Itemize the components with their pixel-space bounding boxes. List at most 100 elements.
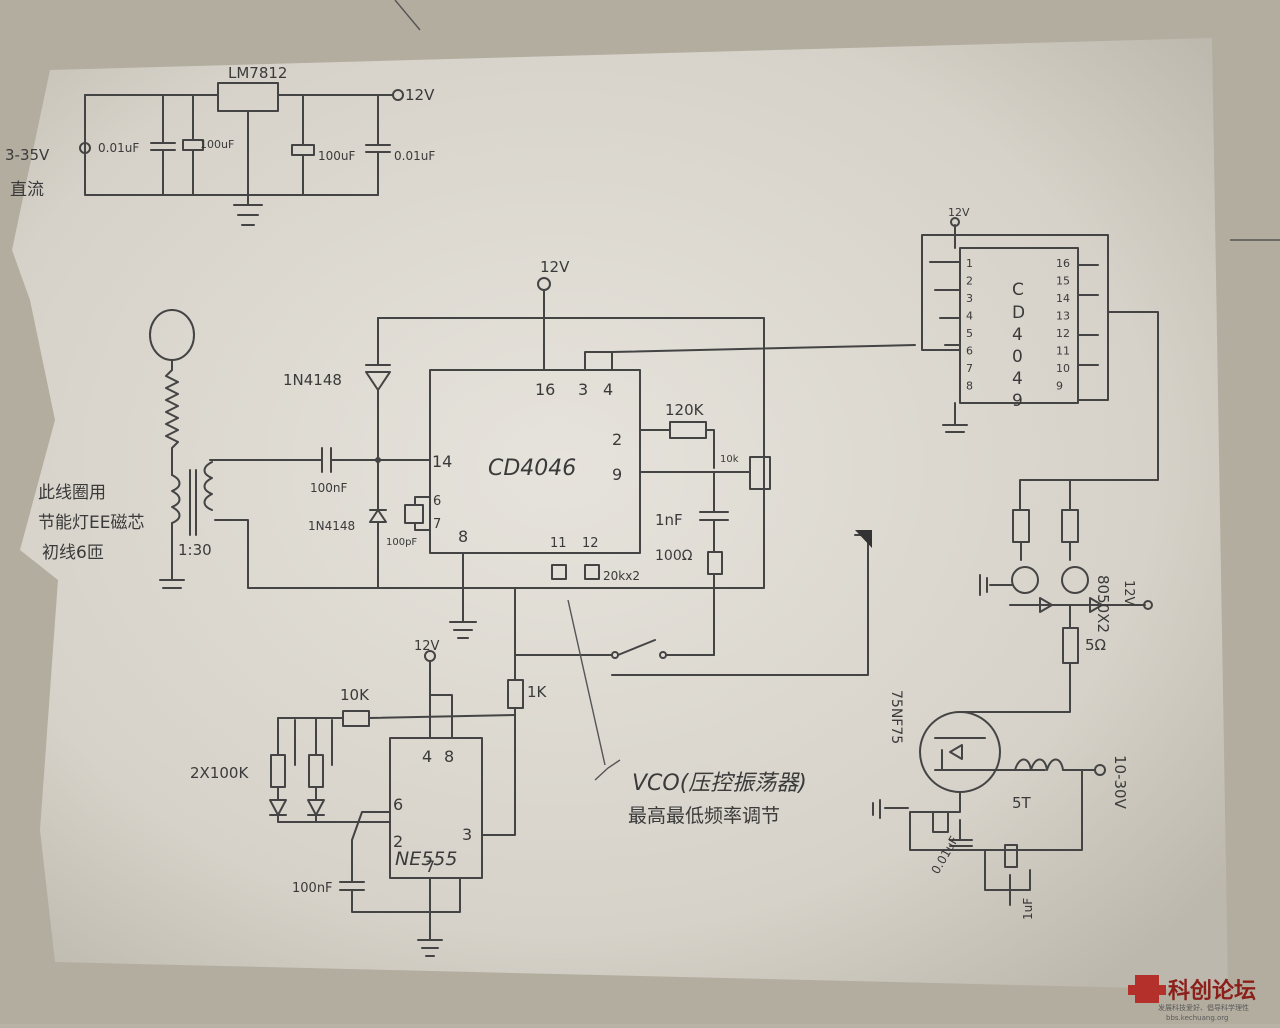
antenna-coil: [165, 359, 179, 476]
cd4049-right-pin: 13: [1056, 310, 1070, 323]
cd4049-right-pin: 9: [1056, 380, 1063, 393]
ps-c1-label: 0.01uF: [98, 141, 139, 155]
cd4049-left-pin: 3: [966, 292, 973, 305]
pll-vcc-label: 12V: [540, 258, 570, 276]
pll-pin-8: 8: [458, 527, 468, 546]
note-arrow-shaft: [567, 599, 606, 766]
pll-section: 12V CD4046 16 3 4 2 14 9 6 7 8 11 12 1N4…: [209, 258, 916, 676]
watermark-slogan: 发展科技爱好、倡导科学理性: [1158, 1003, 1249, 1012]
svg-text:D: D: [1012, 303, 1025, 323]
pll-to-divider-wire: [611, 344, 916, 353]
cd4049-right-pin: 11: [1056, 345, 1070, 358]
timer-pin-6: 6: [393, 795, 403, 814]
pll-d1-label: 1N4148: [283, 371, 342, 389]
timer-pin-4: 4: [422, 747, 432, 766]
pll-pin-6: 6: [433, 494, 441, 509]
cd4049-right-pin: 10: [1056, 362, 1070, 375]
cd4049-left-pins: 1 2 3 4 5 6 7 8: [966, 257, 973, 393]
divider-vcc-label: 12V: [948, 206, 970, 219]
svg-text:4: 4: [1012, 325, 1023, 345]
ps-c2-label: 100uF: [200, 138, 234, 151]
ps-input-voltage: 3-35V: [5, 146, 50, 164]
cd4049-left-pin: 5: [966, 327, 973, 340]
coil-ratio-label: 1:30: [178, 541, 212, 559]
coil-note-line3: 初线6匝: [42, 543, 104, 563]
ps-out-label: 12V: [405, 86, 435, 104]
driver-cb-label: 1uF: [1021, 898, 1035, 920]
pll-pin-2: 2: [612, 430, 622, 449]
note-line2: 最高最低频率调节: [628, 805, 780, 827]
coil-note-line2: 节能灯EE磁芯: [38, 513, 144, 533]
watermark-url: bbs.kechuang.org: [1166, 1014, 1228, 1022]
cd4049-chip-label: C D 4 0 4 9: [1012, 280, 1025, 411]
pll-c1nf-label: 1nF: [655, 511, 683, 529]
timer-pin-7: 7: [425, 857, 435, 876]
mosfet-label: 75NF75: [888, 690, 904, 744]
svg-text:4: 4: [1012, 369, 1023, 389]
svg-text:C: C: [1012, 280, 1024, 300]
cd4049-left-pin: 6: [966, 345, 973, 358]
ps-input-type: 直流: [10, 180, 44, 200]
cd4049-left-pin: 1: [966, 257, 973, 270]
pll-r100-label: 100Ω: [655, 548, 693, 564]
timer-cap-label: 100nF: [292, 881, 333, 896]
timer-pin-2: 2: [393, 832, 403, 851]
timer-pin-8: 8: [444, 747, 454, 766]
driver-coil-label: 5T: [1012, 794, 1032, 812]
timer-pin-3: 3: [462, 825, 472, 844]
cd4049-right-pin: 14: [1056, 292, 1070, 305]
timer-12v-terminal: [424, 650, 436, 662]
cd4049-right-pin: 12: [1056, 327, 1070, 340]
timer-r10k-label: 10K: [340, 686, 370, 704]
forum-watermark: 科创论坛 发展科技爱好、倡导科学理性 bbs.kechuang.org: [1128, 975, 1256, 1022]
pll-pin-12: 12: [582, 536, 599, 551]
cd4049-left-pin: 8: [966, 380, 973, 393]
driver-vin-label: 10-30V: [1111, 755, 1129, 810]
watermark-name: 科创论坛: [1168, 978, 1256, 1004]
cd4049-left-pin: 7: [966, 362, 973, 375]
pll-pin-4: 4: [603, 380, 613, 399]
driver-section: 8050X2 12V 5Ω 75NF75 5T 10-30V 0.01uF 1u…: [872, 509, 1153, 920]
coil-section: 此线圈用 节能灯EE磁芯 初线6匝 1:30: [38, 309, 213, 589]
ne555-label: NE555: [395, 848, 457, 870]
ps-c4-label: 0.01uF: [394, 149, 435, 163]
driver-rgate-label: 5Ω: [1085, 636, 1106, 654]
pll-pin-3: 3: [578, 380, 588, 399]
svg-text:9: 9: [1012, 391, 1023, 411]
ps-12v-terminal: [392, 89, 404, 101]
coil-note-line1: 此线圈用: [38, 483, 106, 503]
pll-pin-11: 11: [550, 536, 567, 551]
ne555-body: [389, 737, 483, 879]
pll-r120k-label: 120K: [665, 401, 705, 419]
cd4046-body: [429, 369, 641, 554]
pll-pin-7: 7: [433, 517, 441, 532]
timer-section: 12V NE555 4 8 6 2 7 3 10K 1K 2X100K 100n…: [190, 639, 548, 957]
cd4049-right-pin: 15: [1056, 275, 1070, 288]
svg-text:0: 0: [1012, 347, 1023, 367]
floor-tile-line: [394, 0, 421, 31]
ps-c3-label: 100uF: [318, 149, 356, 163]
ps-regulator-label: LM7812: [228, 64, 287, 82]
cd4049-left-pin: 2: [966, 275, 973, 288]
pll-pot-label: 10k: [720, 454, 739, 465]
timer-r1k-label: 1K: [527, 683, 548, 701]
driver-transistors-label: 8050X2: [1094, 575, 1112, 633]
pll-main-loop: [214, 317, 765, 589]
pll-d2-label: 1N4148: [308, 519, 355, 533]
pll-12v-terminal: [537, 277, 551, 291]
paper-sheet: [12, 38, 1228, 990]
pll-cvco-label: 100pF: [386, 537, 417, 548]
timer-pots-label: 2X100K: [190, 764, 249, 782]
pll-pin-14: 14: [432, 452, 452, 471]
cd4046-label: CD4046: [488, 456, 576, 481]
pll-pin-9: 9: [612, 465, 622, 484]
cd4049-left-pin: 4: [966, 310, 973, 323]
ps-input-terminal: [79, 142, 91, 154]
timer-vcc-label: 12V: [414, 639, 440, 654]
pll-cin-label: 100nF: [310, 481, 348, 495]
vco-note: VCO(压控振荡器) 最高最低频率调节: [567, 599, 807, 827]
